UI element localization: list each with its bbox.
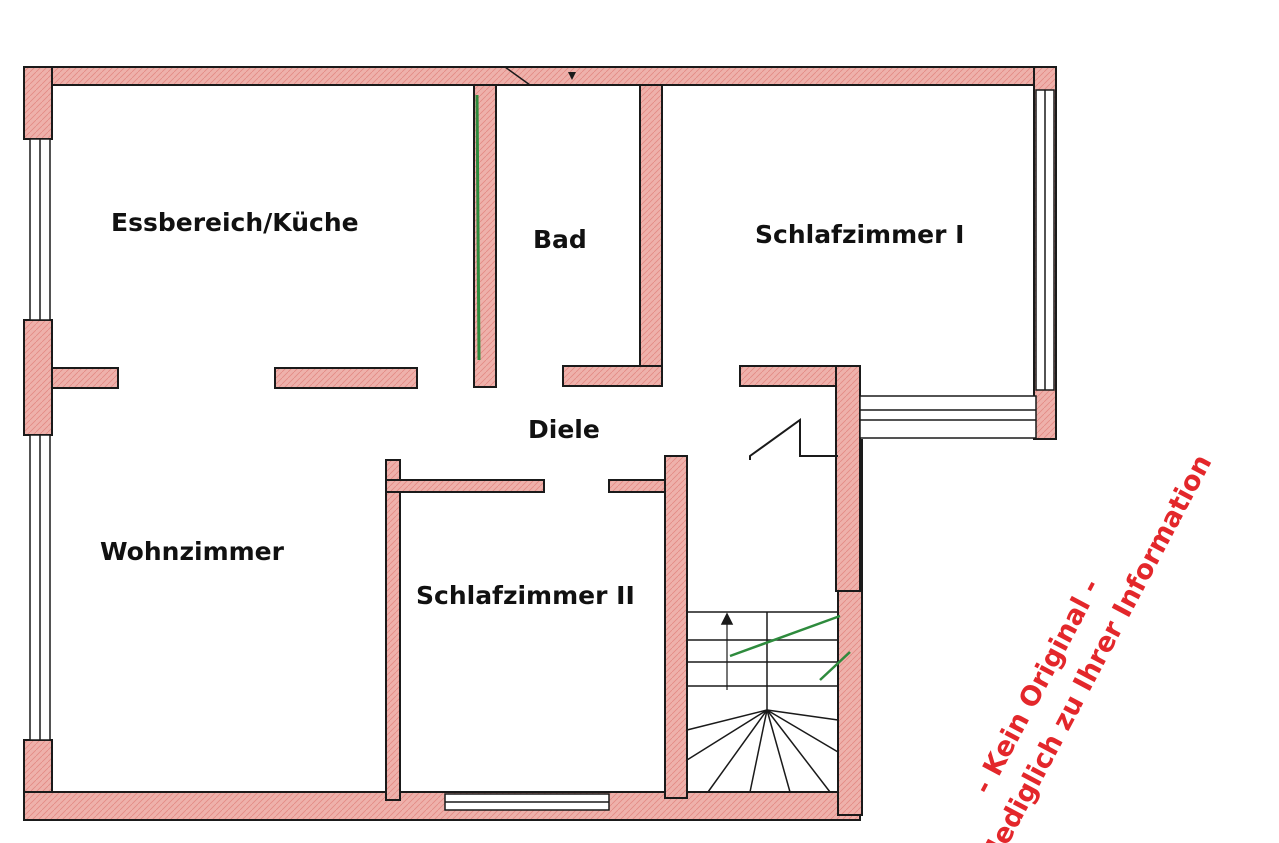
room-label-living: Wohnzimmer: [100, 537, 285, 566]
wall-bedroom2-right: [664, 455, 688, 799]
wall-bedroom2-top-left: [385, 479, 545, 493]
wall-bedroom2-top-right: [608, 479, 666, 493]
room-label-bedroom1: Schlafzimmer I: [755, 220, 964, 249]
wall-left-mid: [23, 319, 53, 436]
wall-bedroom2-left: [385, 459, 401, 801]
wall-top: [23, 66, 1057, 86]
room-label-bedroom2: Schlafzimmer II: [416, 581, 635, 610]
wall-kitchen-living-left: [51, 367, 119, 389]
wall-kitchen-living-right: [274, 367, 418, 389]
wall-bedroom1-stub: [835, 365, 861, 592]
room-label-kitchen: Essbereich/Küche: [111, 208, 359, 237]
wall-left-upper: [23, 66, 53, 140]
entry-door: [749, 418, 838, 460]
room-label-hall: Diele: [528, 415, 600, 444]
glass-partition: [475, 94, 481, 361]
wall-bottom: [23, 791, 861, 821]
wall-bath-bottom: [562, 365, 663, 387]
room-label-bath: Bad: [533, 225, 587, 254]
windows: [29, 89, 1055, 811]
watermark-line2: lediglich zu Ihrer Information: [982, 450, 1219, 843]
arrow-marker: [568, 72, 576, 80]
balcony-door: [859, 395, 1037, 439]
watermark: - Kein Original - lediglich zu Ihrer Inf…: [967, 450, 1219, 843]
staircase: [686, 611, 851, 793]
top-marker: [504, 66, 531, 86]
wall-bath-right: [639, 84, 663, 386]
